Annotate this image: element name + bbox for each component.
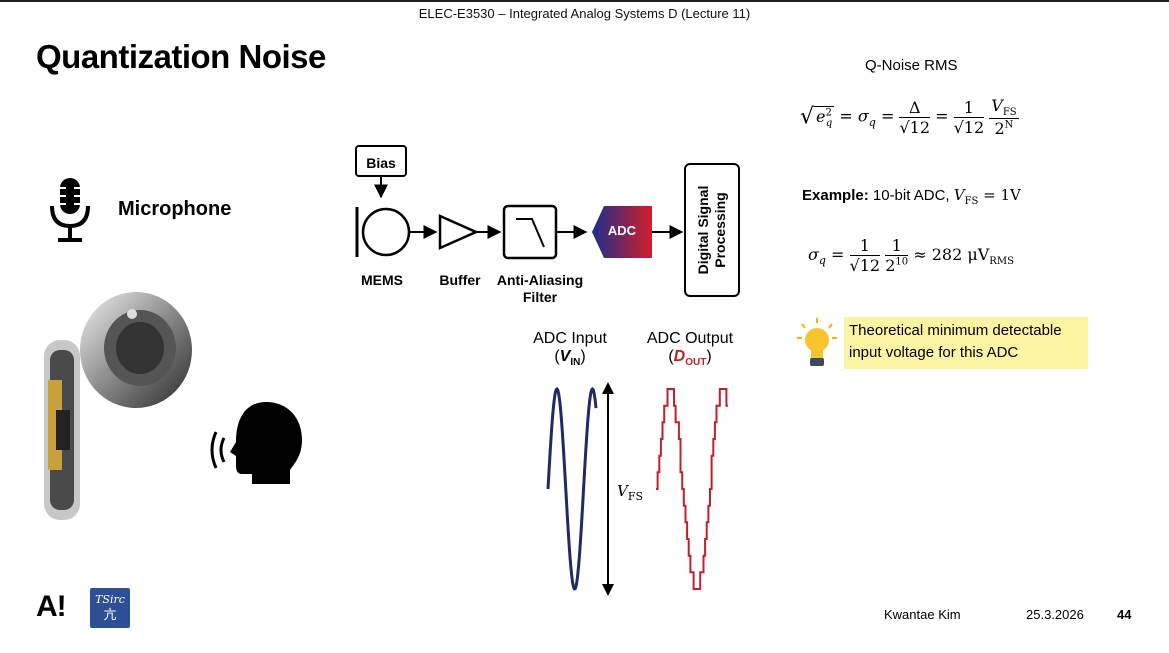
waveform-plot [546,382,728,596]
footer-date: 25.3.2026 [1026,607,1084,622]
adc-label: ADC [607,223,637,238]
mems-label: MEMS [361,272,403,288]
mems-symbol [361,207,411,257]
buffer-label: Buffer [439,272,481,288]
adc-output-label: ADC Output (DOUT) [646,330,734,369]
speaking-head-icon [210,402,302,484]
qnoise-rms-title: Q-Noise RMS [865,57,958,74]
buffer-symbol [438,214,480,250]
adc-input-label: ADC Input (VIN) [533,330,607,369]
aalto-logo: A! [36,590,67,623]
signal-chain-diagram [355,177,684,260]
earbud-image [44,292,192,520]
fullscale-label: VFS [617,482,644,503]
adc-input-waveform [546,386,598,591]
page-number: 44 [1117,607,1132,622]
adc-output-waveform [656,388,728,590]
example-line: Example: 10-bit ADC, VFS = 1V [802,186,1021,207]
footer-author: Kwantae Kim [884,607,961,622]
microphone-icon [50,178,90,242]
slide-title: Quantization Noise [36,38,326,75]
filter-symbol [502,204,558,260]
adc-symbol [592,206,652,258]
bias-block: Bias [355,145,407,177]
top-rule [0,0,1169,2]
microphone-label: Microphone [118,198,232,220]
course-header: ELEC-E3530 – Integrated Analog Systems D… [418,6,751,21]
lightbulb-icon [797,318,837,366]
